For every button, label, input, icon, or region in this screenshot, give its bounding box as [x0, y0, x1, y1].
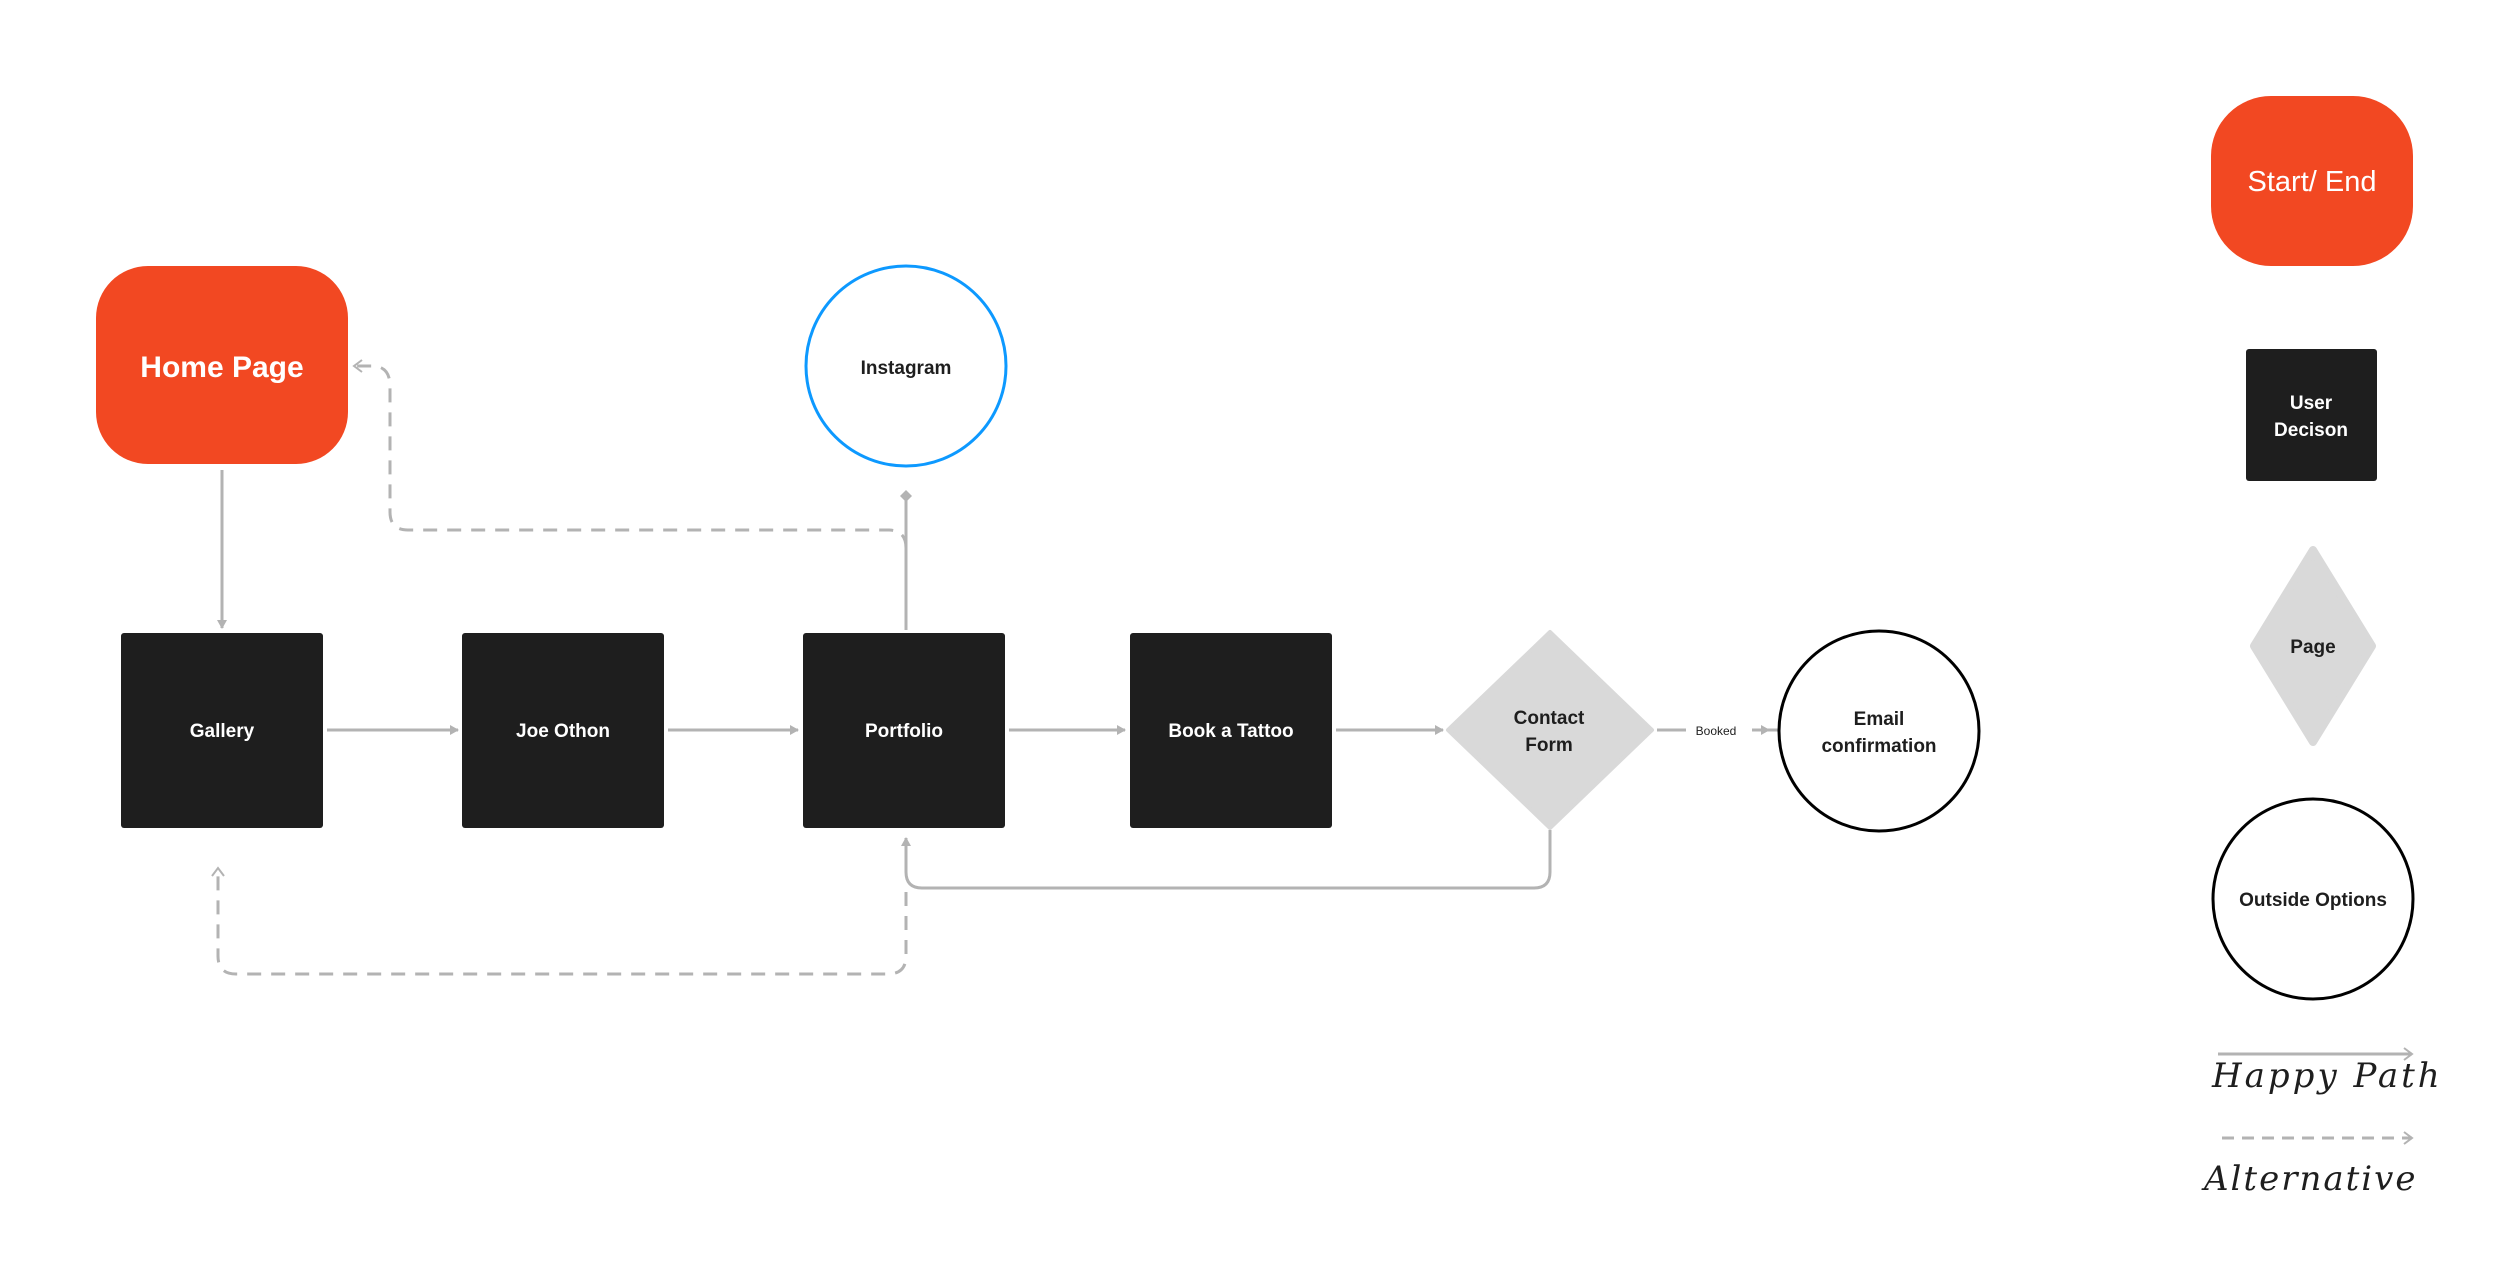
portfolio-label: Portfolio — [865, 721, 943, 742]
instagram-label: Instagram — [861, 358, 952, 379]
book-a-tattoo-label: Book a Tattoo — [1168, 721, 1293, 742]
dashed-portfolio-to-home — [352, 359, 908, 549]
gallery-node[interactable]: Gallery — [121, 633, 323, 828]
connectors — [217, 470, 1778, 890]
instagram-node[interactable]: Instagram — [804, 264, 1008, 468]
joe-othon-node[interactable]: Joe Othon — [462, 633, 664, 828]
home-page-node[interactable]: Home Page — [96, 266, 348, 464]
legend-user-decision: User Decison — [2246, 349, 2377, 481]
legend-alternative-label: Alternative — [2201, 1159, 2418, 1199]
connector-contact-back-to-portfolio — [901, 830, 1552, 890]
legend-start-end: Start/ End — [2211, 96, 2413, 266]
contact-form-node[interactable]: Contact Form — [1446, 630, 1654, 830]
legend: Start/ End User Decison Page Outside Opt… — [2201, 96, 2443, 1199]
legend-happy-path: Happy Path — [2211, 1047, 2443, 1096]
book-a-tattoo-node[interactable]: Book a Tattoo — [1130, 633, 1332, 828]
contact-form-label-line1: Contact — [1514, 708, 1585, 729]
joe-othon-label: Joe Othon — [516, 721, 610, 742]
alternative-connectors — [211, 359, 908, 976]
legend-page-label: Page — [2290, 637, 2335, 658]
legend-page: Page — [2250, 546, 2376, 746]
legend-outside-options-label: Outside Options — [2239, 890, 2387, 911]
legend-outside-options: Outside Options — [2211, 797, 2415, 1001]
legend-alternative: Alternative — [2201, 1131, 2418, 1199]
booked-connector-label: Booked — [1696, 724, 1737, 738]
portfolio-node[interactable]: Portfolio — [803, 633, 1005, 828]
legend-start-end-label: Start/ End — [2248, 166, 2377, 198]
email-confirmation-node[interactable]: Email confirmation — [1777, 629, 1981, 833]
email-confirmation-label-line2: confirmation — [1821, 736, 1936, 757]
legend-user-decision-line2: Decison — [2274, 420, 2348, 441]
email-confirmation-label-line1: Email — [1854, 709, 1905, 730]
gallery-label: Gallery — [190, 721, 255, 742]
home-page-label: Home Page — [140, 351, 303, 384]
legend-user-decision-line1: User — [2290, 393, 2333, 414]
legend-happy-path-label: Happy Path — [2211, 1056, 2443, 1096]
dashed-portfolio-to-gallery — [211, 866, 908, 976]
contact-form-label-line2: Form — [1525, 735, 1573, 756]
